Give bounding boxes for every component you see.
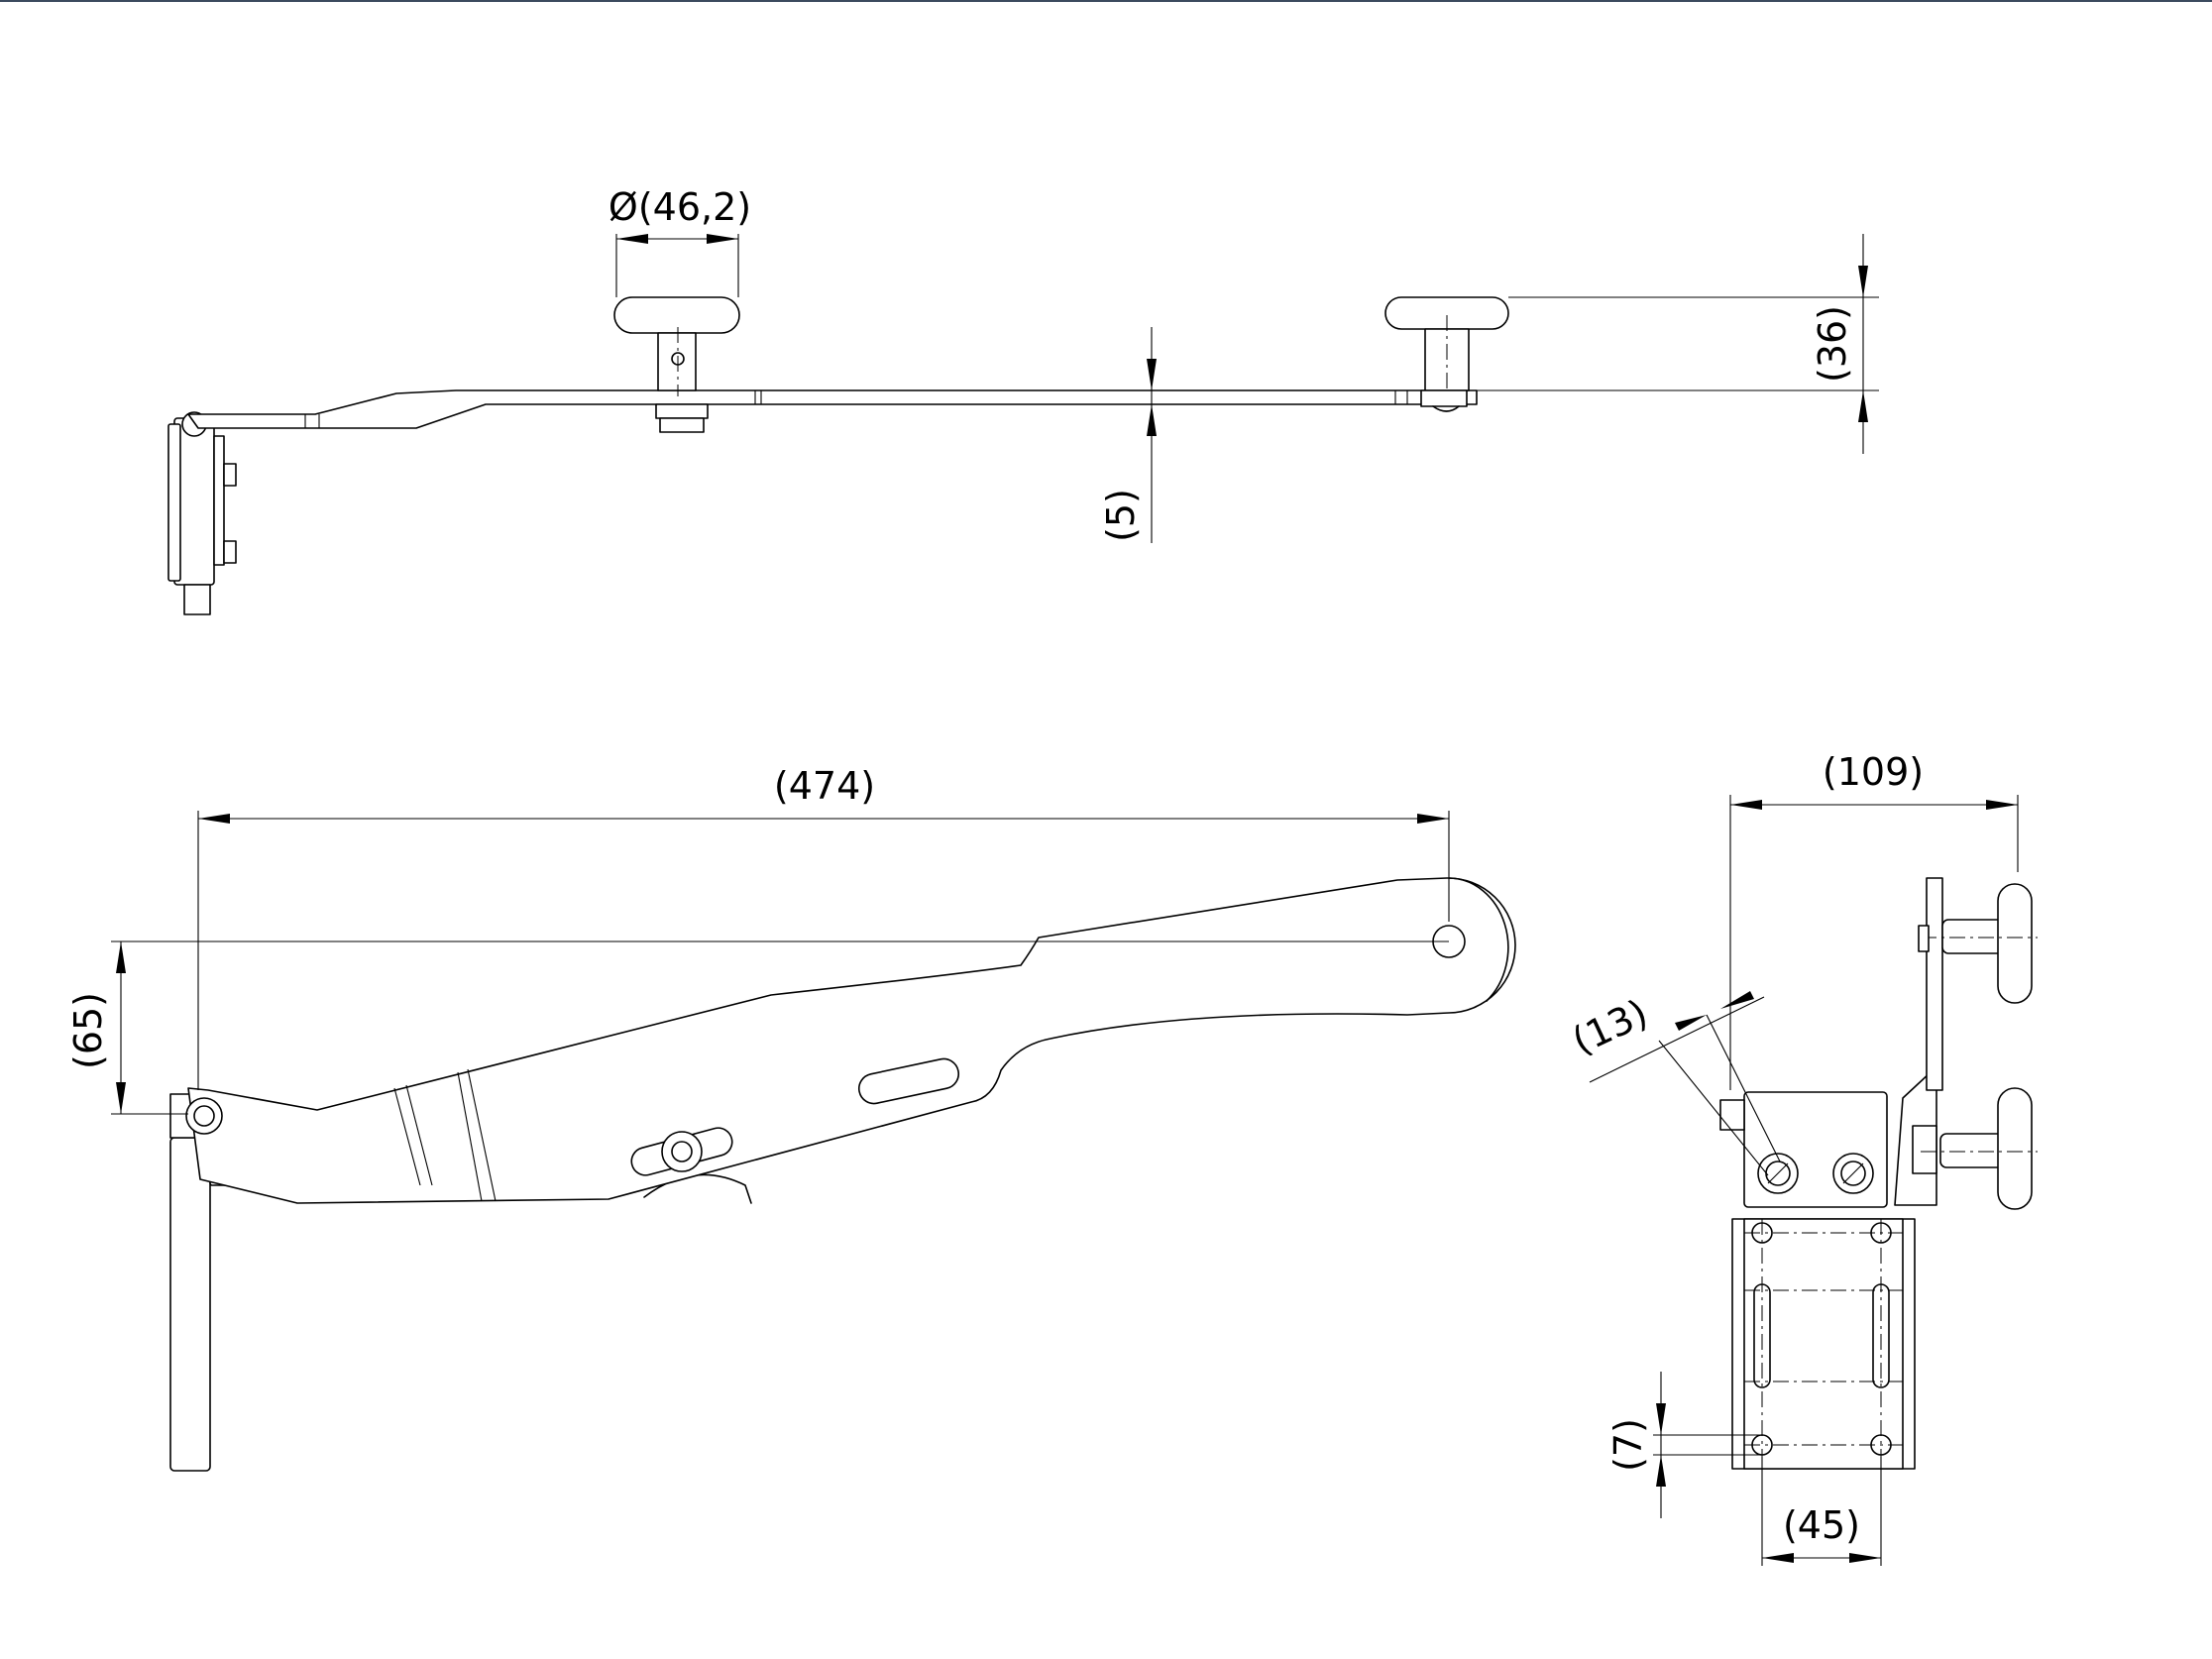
side-view-arm <box>187 877 1516 1204</box>
window-top-border <box>0 0 2212 2</box>
pin-diameter-label: Ø(46,2) <box>608 185 751 229</box>
end-view: (109) (13) (7) (45) <box>1566 750 2038 1566</box>
side-view: (474) (65) <box>66 764 1516 1472</box>
side-view-bolt <box>630 1127 733 1176</box>
pivot-pin <box>185 1097 223 1135</box>
dimension-overall-width: (109) <box>1729 750 2019 1090</box>
hole-spacing-label: (45) <box>1783 1503 1860 1547</box>
plate-thickness-label: (5) <box>1099 489 1143 542</box>
end-view-hole-pattern <box>1744 1219 1903 1469</box>
slot-edge-label: (7) <box>1606 1418 1650 1472</box>
end-view-knob-lower <box>1921 1087 2038 1210</box>
end-view-bolt-left <box>1757 1153 1799 1194</box>
top-view: Ø(46,2) (36) (5) <box>167 185 1879 615</box>
arm-offset-label: (65) <box>66 992 110 1069</box>
dimension-pin-height: (36) <box>1477 234 1879 454</box>
adjustment-slot <box>857 1057 960 1105</box>
dimension-hole-spacing: (45) <box>1761 1457 1882 1566</box>
arm-length-label: (474) <box>774 764 875 808</box>
overall-width-label: (109) <box>1823 750 1924 794</box>
top-view-roller-left <box>613 296 740 433</box>
dimension-pin-diameter: Ø(46,2) <box>608 185 751 297</box>
dimension-arm-length: (474) <box>197 764 1450 1090</box>
end-view-bolt-right <box>1832 1153 1874 1194</box>
end-view-vertical-plate <box>1926 877 1943 1091</box>
side-view-end-roller <box>1448 877 1509 1002</box>
dimension-plate-thickness: (5) <box>1099 327 1157 543</box>
dimension-slot-edge: (7) <box>1606 1372 1764 1518</box>
top-view-roller-right <box>1384 296 1509 412</box>
side-view-mount-plate <box>169 1137 211 1472</box>
pin-height-label: (36) <box>1811 305 1854 383</box>
top-view-arm <box>187 389 1478 429</box>
hole-offset-label: (13) <box>1566 991 1654 1063</box>
end-view-knob-upper <box>1918 883 2038 1004</box>
dimension-arm-offset: (65) <box>66 940 1449 1115</box>
